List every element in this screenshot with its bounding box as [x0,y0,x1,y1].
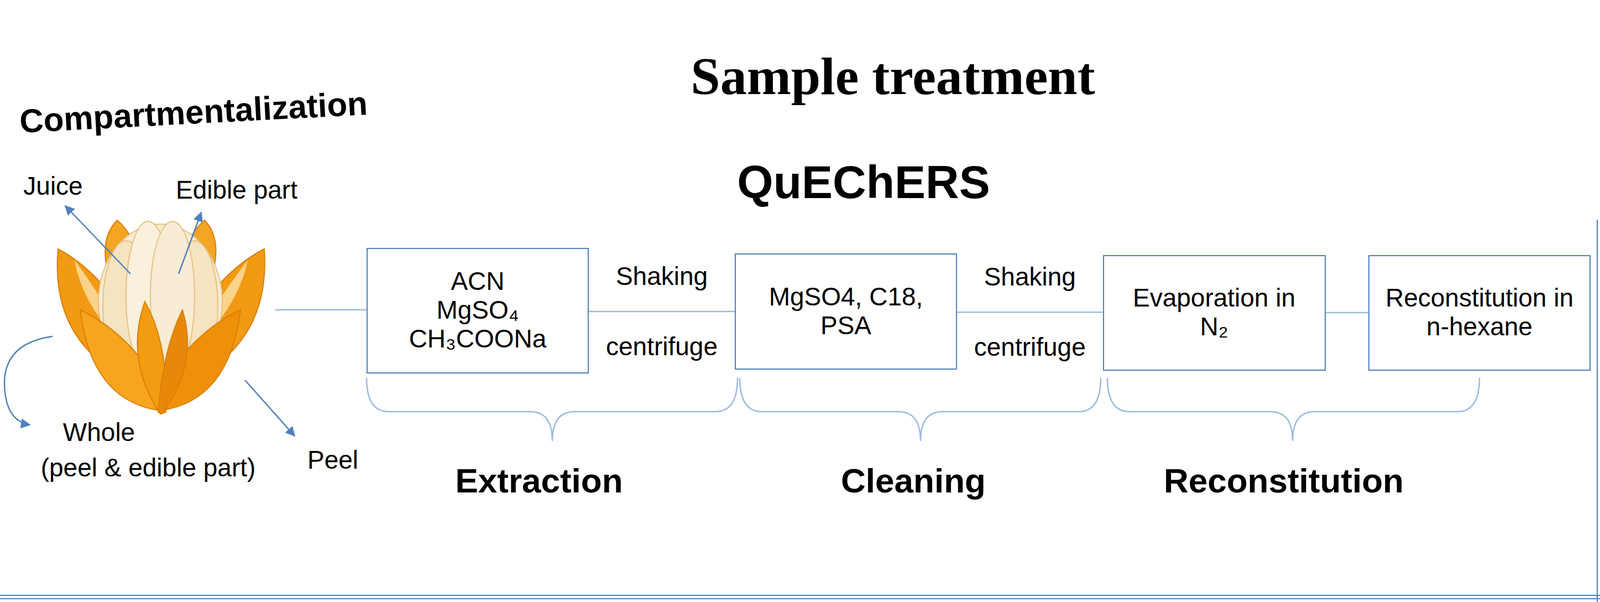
part-label: Whole [63,417,135,447]
flow-line [1325,311,1369,314]
flow-line [957,311,1103,313]
stage-label: Extraction [455,460,623,500]
section-heading: Compartmentalization [18,84,369,141]
curved-arrow [4,336,53,425]
peel-petal [158,309,188,414]
box-text: ACN MgSO₄ CH₃COONa [409,267,547,354]
flow-line [275,309,367,311]
box-text: Evaporation in N₂ [1125,283,1303,342]
box-text: Reconstitution in n-hexane [1384,283,1576,342]
process-box: Evaporation in N₂ [1102,254,1326,371]
part-label: Juice [23,171,83,201]
stage-label: Reconstitution [1163,460,1404,500]
process-box: Reconstitution in n-hexane [1368,254,1591,371]
leader-arrow [178,212,202,274]
frame-line [1596,219,1598,602]
flow-line [588,310,735,313]
process-box: ACN MgSO₄ CH₃COONa [366,247,589,374]
curly-bracket [739,377,1101,441]
leader-arrow [244,379,295,436]
box-text: MgSO4, C18, PSA [757,282,935,341]
edge-label: Shaking centrifuge [974,241,1086,383]
curly-bracket [366,377,738,441]
edge-label: Shaking centrifuge [605,241,718,382]
frame-line [0,597,1600,599]
leader-arrow [65,205,131,274]
title: Sample treatment [690,45,1095,107]
curly-bracket [1107,377,1480,441]
process-box: MgSO4, C18, PSA [734,253,958,370]
orange-illustration [57,220,265,414]
frame-line [0,594,1600,596]
subtitle: QuEChERS [736,155,990,209]
part-label: Edible part [175,175,298,205]
part-label: (peel & edible part) [40,452,256,483]
stage-label: Cleaning [840,460,986,500]
part-label: Peel [307,445,359,475]
